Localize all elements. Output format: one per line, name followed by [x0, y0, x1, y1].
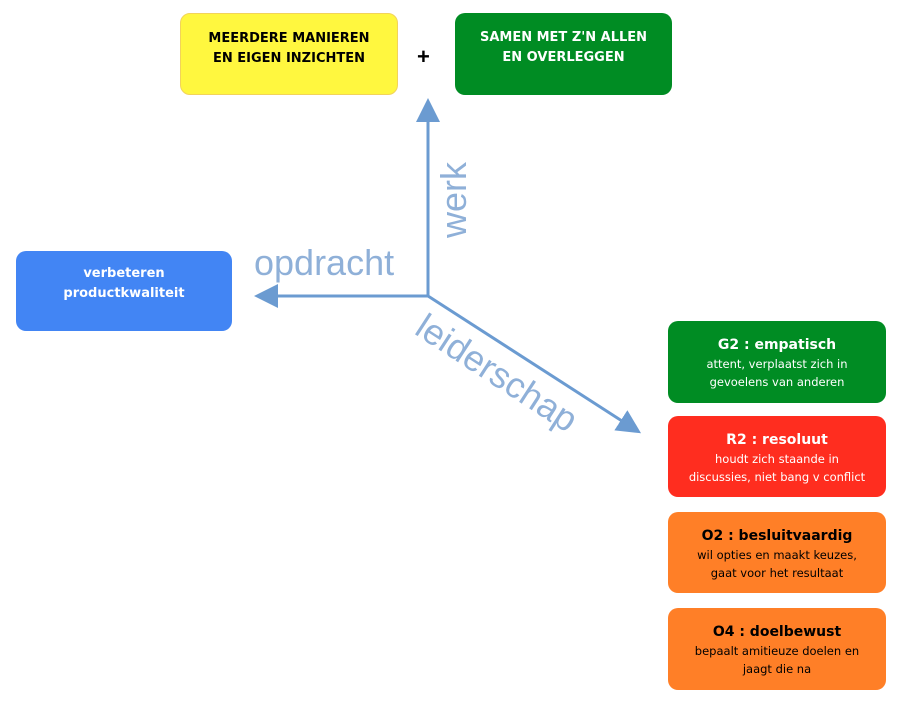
box-desc: bepaalt amitieuze doelen en: [694, 644, 860, 658]
box-desc: wil opties en maakt keuzes,: [697, 548, 857, 562]
box-text: verbeteren: [83, 266, 165, 281]
box-o4-doelbewust: O4 : doelbewust bepaalt amitieuze doelen…: [668, 608, 886, 690]
box-desc: gaat voor het resultaat: [710, 566, 844, 580]
box-desc: houdt zich staande in: [715, 452, 839, 466]
box-title: R2 : resoluut: [726, 432, 828, 448]
box-text: EN OVERLEGGEN: [502, 50, 625, 65]
box-text: productkwaliteit: [63, 286, 185, 301]
box-o2-besluitvaardig: O2 : besluitvaardig wil opties en maakt …: [668, 512, 886, 593]
box-desc: discussies, niet bang v conflict: [688, 470, 866, 484]
box-desc: jaagt die na: [742, 662, 812, 676]
box-text: MEERDERE MANIEREN: [208, 31, 370, 46]
box-desc: gevoelens van anderen: [709, 375, 845, 389]
box-g2-empatisch: G2 : empatisch attent, verplaatst zich i…: [668, 321, 886, 403]
box-title: O2 : besluitvaardig: [701, 528, 853, 544]
leiderschap-label: leiderschap: [409, 305, 586, 440]
box-samen-met-allen: SAMEN MET Z'N ALLEN EN OVERLEGGEN: [455, 13, 672, 95]
box-text: EN EIGEN INZICHTEN: [213, 51, 365, 66]
box-meerdere-manieren: MEERDERE MANIEREN EN EIGEN INZICHTEN: [180, 13, 398, 95]
box-desc: attent, verplaatst zich in: [706, 357, 848, 371]
box-verbeteren-productkwaliteit: verbeteren productkwaliteit: [16, 251, 232, 331]
werk-label: werk: [433, 161, 474, 239]
box-text: SAMEN MET Z'N ALLEN: [479, 30, 648, 45]
box-title: O4 : doelbewust: [712, 624, 842, 640]
box-r2-resoluut: R2 : resoluut houdt zich staande in disc…: [668, 416, 886, 497]
opdracht-label: opdracht: [254, 242, 394, 283]
box-title: G2 : empatisch: [717, 337, 837, 353]
plus-sign: +: [417, 44, 430, 69]
leiderschap-arrow: [427, 294, 642, 434]
